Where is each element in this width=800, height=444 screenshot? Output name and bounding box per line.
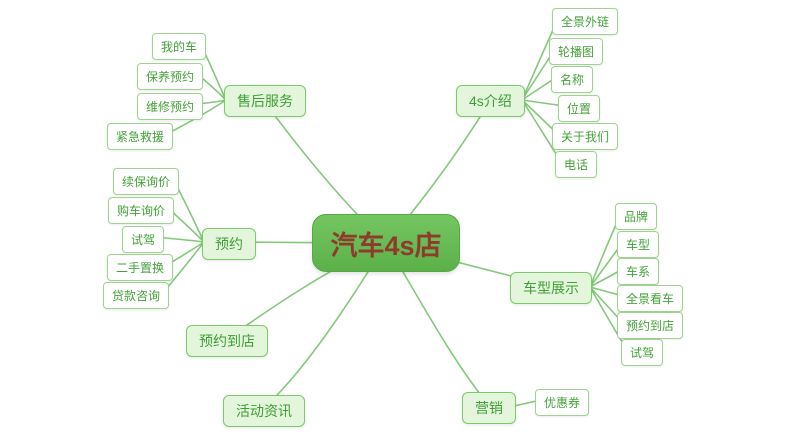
leaf-panorama-viewing[interactable]: 全景看车 [617,285,684,312]
center-node-car-4s-store[interactable]: 汽车4s店 [312,214,460,272]
leaf-model-test-drive[interactable]: 试驾 [621,339,664,366]
leaf-model[interactable]: 车型 [617,231,660,258]
leaf-loan-consulting[interactable]: 贷款咨询 [103,282,170,309]
branch-4s-introduction[interactable]: 4s介绍 [456,85,525,117]
connector-line [157,236,205,243]
leaf-panorama-link[interactable]: 全景外链 [552,8,619,35]
leaf-maintenance-booking[interactable]: 保养预约 [137,63,204,90]
leaf-purchase-quote[interactable]: 购车询价 [108,197,175,224]
leaf-trade-in[interactable]: 二手置换 [107,254,174,281]
leaf-repair-booking[interactable]: 维修预约 [137,93,204,120]
branch-model-display[interactable]: 车型展示 [510,272,592,304]
leaf-my-car[interactable]: 我的车 [152,33,207,60]
leaf-coupon[interactable]: 优惠券 [535,389,590,416]
leaf-name[interactable]: 名称 [551,66,594,93]
leaf-about-us[interactable]: 关于我们 [552,123,619,150]
branch-marketing[interactable]: 营销 [462,392,516,424]
leaf-insurance-renewal-quote[interactable]: 续保询价 [113,168,180,195]
leaf-emergency-rescue[interactable]: 紧急救援 [107,123,174,150]
branch-store-visit-booking[interactable]: 预约到店 [186,325,268,357]
leaf-brand[interactable]: 品牌 [615,203,658,230]
leaf-model-store-visit-booking[interactable]: 预约到店 [617,312,684,339]
leaf-phone[interactable]: 电话 [555,151,598,178]
branch-after-sales-service[interactable]: 售后服务 [224,85,306,117]
leaf-series[interactable]: 车系 [617,258,660,285]
leaf-carousel[interactable]: 轮播图 [549,38,604,65]
leaf-location[interactable]: 位置 [558,95,601,122]
leaf-booking-test-drive[interactable]: 试驾 [122,226,165,253]
branch-activity-news[interactable]: 活动资讯 [223,395,305,427]
branch-booking[interactable]: 预约 [202,228,256,260]
